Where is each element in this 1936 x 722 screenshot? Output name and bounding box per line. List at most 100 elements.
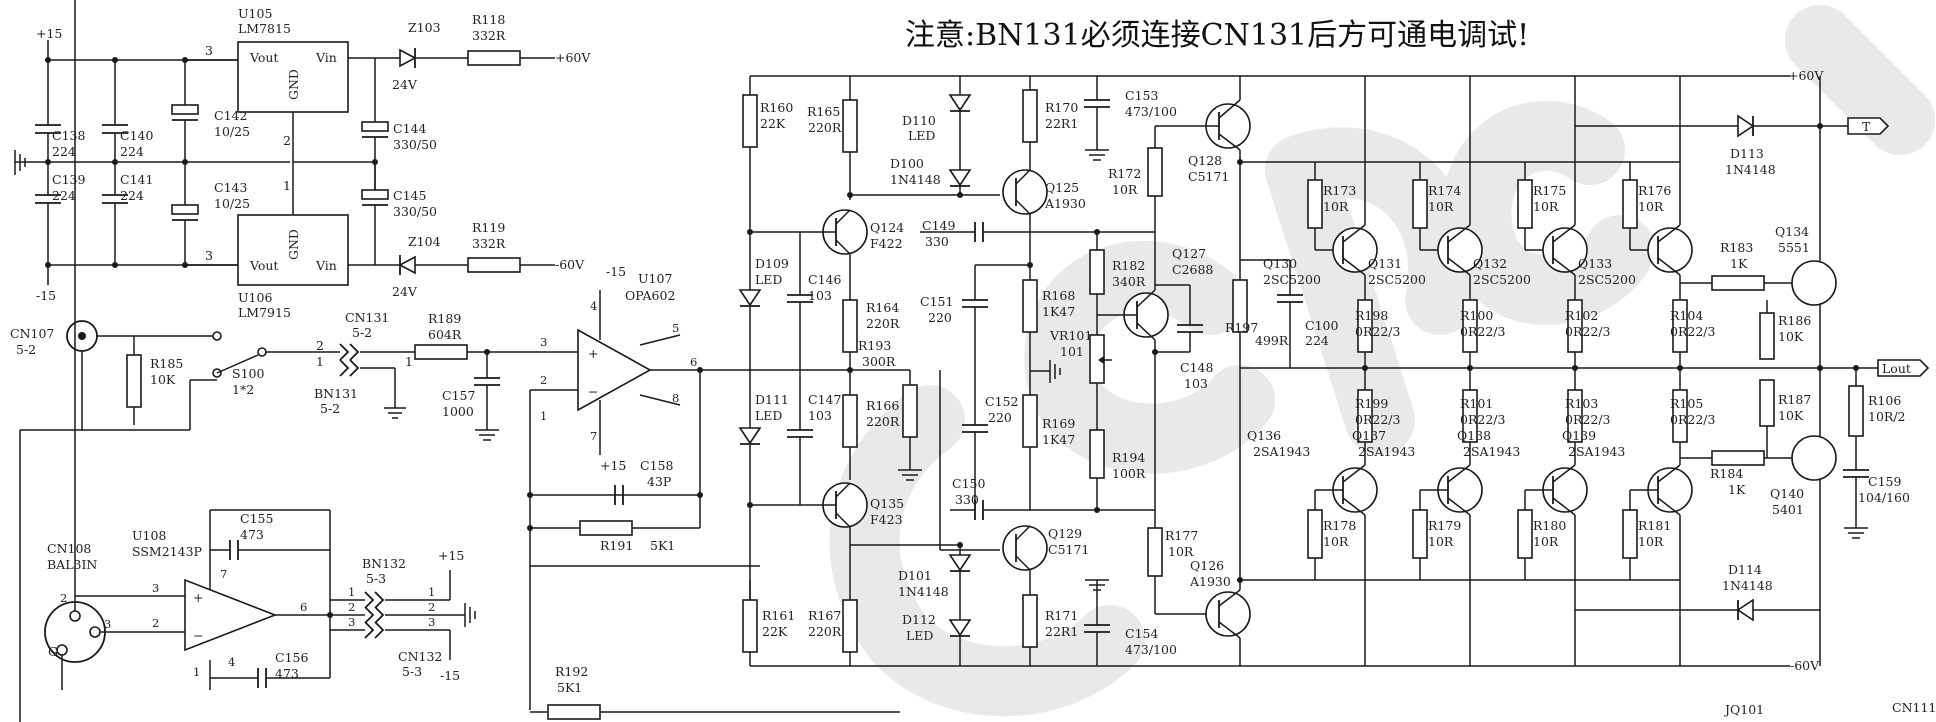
svg-text:604R: 604R (428, 327, 462, 342)
part-label: R101 (1460, 396, 1493, 411)
svg-text:10K: 10K (150, 372, 176, 387)
resistor-r183 (1711, 275, 1765, 291)
resistor-r185 (126, 354, 142, 408)
svg-text:F422: F422 (870, 236, 903, 251)
svg-text:Q128: Q128 (1188, 153, 1222, 168)
svg-text:1K: 1K (1728, 482, 1746, 497)
part-label: 0R22/3 (1565, 324, 1610, 339)
part-label: R175 (1533, 183, 1566, 198)
svg-text:D101: D101 (898, 568, 932, 583)
svg-text:330/50: 330/50 (393, 137, 437, 152)
svg-text:CN107: CN107 (10, 326, 54, 341)
svg-text:104/160: 104/160 (1858, 490, 1910, 505)
svg-text:10K: 10K (1778, 408, 1804, 423)
svg-text:8: 8 (672, 391, 679, 405)
svg-text:U106: U106 (238, 290, 272, 305)
resistor-r194 (1089, 429, 1105, 479)
opamp-u107 (577, 328, 652, 412)
svg-text:-60V: -60V (555, 257, 585, 272)
svg-text:2: 2 (428, 600, 435, 614)
svg-text:R164: R164 (866, 300, 899, 315)
svg-text:3: 3 (348, 615, 355, 629)
part-label: 0R22/3 (1670, 324, 1715, 339)
svg-text:Q134: Q134 (1775, 224, 1809, 239)
svg-text:C151: C151 (920, 294, 953, 309)
svg-text:3: 3 (104, 617, 111, 631)
part-label: R178 (1323, 518, 1356, 533)
svg-text:5-2: 5-2 (352, 325, 372, 340)
svg-text:VR101: VR101 (1049, 328, 1092, 343)
svg-text:6: 6 (300, 600, 307, 614)
resistor-r192 (547, 704, 601, 720)
svg-text:Q125: Q125 (1045, 180, 1079, 195)
svg-text:D113: D113 (1730, 146, 1764, 161)
svg-text:2: 2 (348, 600, 355, 614)
zener-z104 (398, 255, 416, 275)
svg-text:R119: R119 (472, 220, 505, 235)
svg-text:LED: LED (755, 408, 782, 423)
part-label: R179 (1428, 518, 1461, 533)
svg-text:JQ101: JQ101 (1723, 702, 1764, 717)
svg-text:R118: R118 (472, 12, 505, 27)
svg-text:5551: 5551 (1778, 240, 1810, 255)
resistor-r160 (742, 94, 758, 148)
led-d110 (948, 94, 972, 112)
svg-text:330: 330 (955, 492, 979, 507)
transistor-q126 (1205, 591, 1251, 637)
svg-text:43P: 43P (647, 474, 671, 489)
svg-text:330/50: 330/50 (393, 204, 437, 219)
part-label: R105 (1670, 396, 1703, 411)
svg-text:24V: 24V (392, 77, 418, 92)
transistor-q133 (1647, 227, 1693, 273)
svg-text:U105: U105 (238, 6, 272, 21)
part-label: Q139 (1562, 428, 1596, 443)
svg-text:499R: 499R (1255, 333, 1289, 348)
svg-text:10R/2: 10R/2 (1868, 409, 1905, 424)
svg-text:3: 3 (428, 615, 435, 629)
svg-text:1N4148: 1N4148 (1722, 578, 1773, 593)
svg-text:LED: LED (908, 128, 935, 143)
svg-text:7: 7 (220, 567, 227, 581)
svg-text:Q126: Q126 (1190, 558, 1224, 573)
resistor-r177 (1147, 527, 1163, 577)
resistor-r161 (742, 599, 758, 653)
svg-text:332R: 332R (472, 236, 506, 251)
svg-text:Q135: Q135 (870, 496, 904, 511)
svg-text:Q140: Q140 (1770, 486, 1804, 501)
svg-text:1K: 1K (1730, 256, 1748, 271)
part-label: R104 (1670, 308, 1703, 323)
svg-text:5-3: 5-3 (366, 571, 386, 586)
svg-text:220: 220 (928, 310, 952, 325)
svg-text:224: 224 (52, 188, 76, 203)
svg-text:5-3: 5-3 (402, 664, 422, 679)
svg-text:+: + (588, 346, 598, 361)
svg-text:Vin: Vin (315, 50, 337, 65)
svg-text:Q129: Q129 (1048, 526, 1082, 541)
svg-text:+60V: +60V (1788, 68, 1824, 83)
svg-text:2: 2 (152, 616, 159, 630)
svg-text:5401: 5401 (1772, 502, 1804, 517)
svg-text:C147: C147 (808, 392, 841, 407)
part-label: 10R (1638, 534, 1664, 549)
svg-text:1K47: 1K47 (1042, 304, 1075, 319)
svg-text:A1930: A1930 (1044, 196, 1086, 211)
svg-text:300R: 300R (862, 354, 896, 369)
resistor-r186 (1759, 312, 1775, 360)
svg-text:GND: GND (286, 69, 301, 100)
svg-text:3: 3 (205, 43, 213, 58)
svg-text:Q127: Q127 (1172, 246, 1206, 261)
svg-text:R160: R160 (760, 100, 793, 115)
svg-text:C139: C139 (52, 172, 85, 187)
resistor-r119 (467, 257, 521, 273)
resistor-r181 (1622, 509, 1638, 559)
part-label: R103 (1565, 396, 1598, 411)
part-label: R100 (1460, 308, 1493, 323)
svg-text:R197: R197 (1225, 320, 1258, 335)
transistor-q125 (1002, 169, 1048, 215)
svg-text:1: 1 (193, 665, 200, 679)
svg-text:OPA602: OPA602 (625, 288, 675, 303)
resistor-r189 (414, 344, 468, 360)
svg-text:C144: C144 (393, 121, 426, 136)
svg-text:+15: +15 (438, 548, 464, 563)
